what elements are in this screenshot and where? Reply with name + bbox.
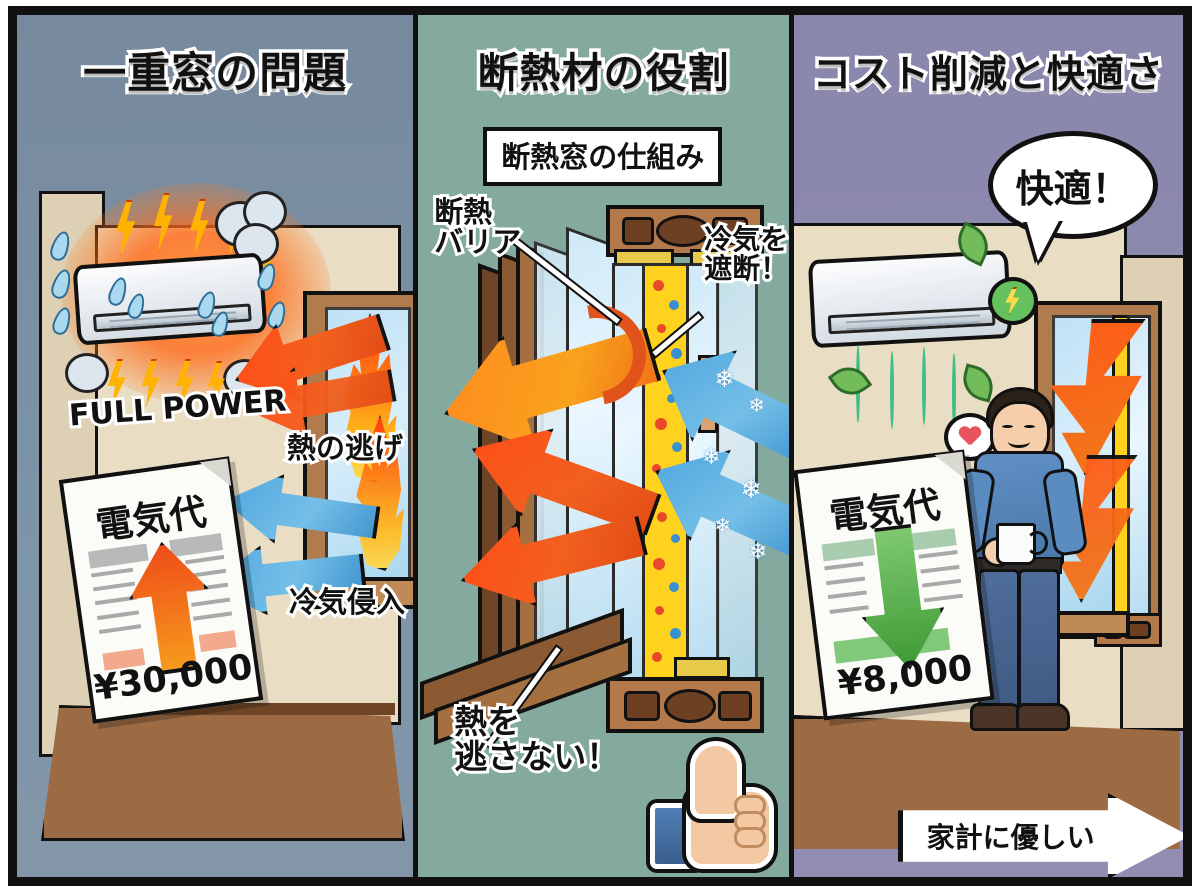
block-cold-label: 冷気を 遮断！ — [701, 222, 789, 287]
comfort-bubble[interactable]: 快適！ — [987, 131, 1158, 239]
lightning-bolt-icon — [1005, 287, 1020, 315]
floor — [41, 705, 405, 841]
diagram-caption: 断熱窓の仕組み — [483, 127, 723, 186]
thumbs-up-icon — [650, 741, 775, 871]
panel-title-benefit: コスト削減と快適さ — [809, 49, 1166, 100]
panel-solution: 断熱材の役割 断熱窓の仕組み — [418, 15, 794, 877]
shoe-right — [1015, 703, 1070, 731]
snowflake-icon: ❄ — [740, 475, 763, 505]
window-sash-bottom — [606, 677, 765, 733]
person-with-mug-icon — [944, 387, 1089, 735]
electric-bill-icon: 電気代 ¥8,000 — [793, 449, 995, 721]
glass-pane-outer — [1126, 315, 1151, 623]
sash-spacer-bar — [674, 657, 731, 679]
snowflake-icon: ❄ — [714, 513, 732, 537]
bubble-tail — [1025, 219, 1060, 261]
eco-flow-icon — [889, 351, 894, 429]
shoe-left — [969, 703, 1024, 731]
eye — [1023, 425, 1035, 428]
banner-text: 家計に優しい — [926, 821, 1095, 854]
eco-lightning-badge-icon — [987, 277, 1038, 325]
leg-right — [1017, 569, 1060, 715]
steam-puff-icon — [65, 353, 109, 393]
snowflake-icon: ❄ — [714, 365, 735, 393]
cold-intrusion-label: 冷気侵入 — [286, 584, 408, 621]
heat-escape-label: 熱の逃げ — [284, 430, 406, 467]
keep-heat-label: 熱を 逃さない！ — [451, 701, 622, 776]
window-sash-top — [606, 205, 765, 257]
eye — [1001, 425, 1013, 428]
eco-flow-icon — [951, 353, 956, 431]
comic-frame: 電気代 ¥30,000 FULL POWER 熱の逃げ — [8, 6, 1192, 886]
glass-pane-face — [716, 263, 759, 683]
mouth — [1007, 435, 1030, 448]
electric-bill-icon: 電気代 ¥30,000 — [58, 456, 264, 724]
bill-band — [820, 538, 876, 562]
panel-problem: 電気代 ¥30,000 FULL POWER 熱の逃げ — [17, 15, 419, 877]
bill-band — [198, 630, 237, 652]
snowflake-icon: ❄ — [702, 445, 721, 470]
eco-flow-icon — [921, 347, 926, 425]
panel-benefit: コスト削減と快適さ — [793, 15, 1183, 877]
mug-handle — [1025, 531, 1048, 555]
panel-title-solution: 断熱材の役割 — [474, 46, 732, 101]
air-conditioner-icon — [72, 252, 268, 346]
snowflake-icon: ❄ — [748, 539, 768, 565]
snowflake-icon: ❄ — [748, 393, 766, 417]
ac-vent — [827, 306, 996, 335]
insulation-barrier-label: 断熱 バリア — [431, 194, 524, 261]
panel-title-problem: 一重窓の問題 — [80, 46, 350, 103]
comfort-bubble-text: 快適！ — [1015, 166, 1130, 211]
